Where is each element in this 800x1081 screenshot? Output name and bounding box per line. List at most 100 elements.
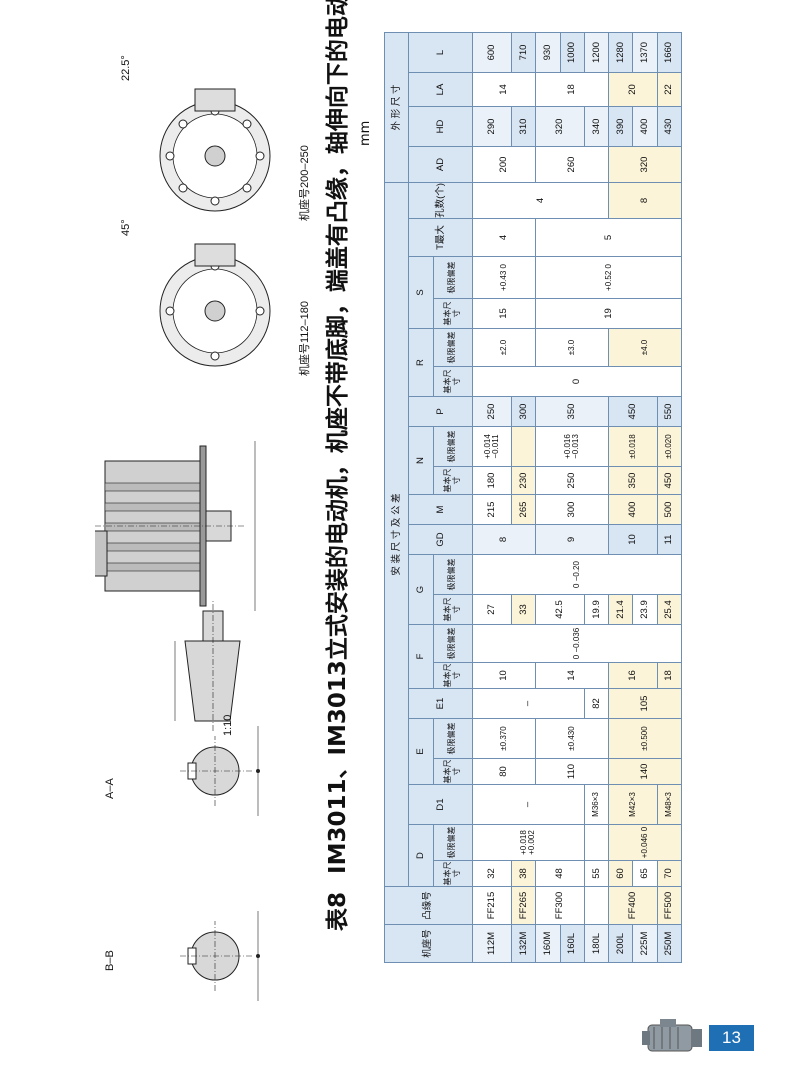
cell-E-tol: ±0.500 bbox=[608, 718, 682, 759]
th-tol: 极限偏差 bbox=[433, 328, 473, 367]
cell-G: 42.5 bbox=[535, 594, 585, 625]
cell-L: 1280 bbox=[608, 32, 633, 73]
taper-shaft-svg bbox=[174, 601, 241, 731]
th-E1: E1 bbox=[408, 688, 473, 719]
cell-P: 550 bbox=[657, 396, 682, 427]
section-aa-label: A–A bbox=[104, 778, 116, 799]
table-header-row: 机座号 凸缘号 安 装 尺 寸 及 公 差 外 形 尺 寸 bbox=[384, 32, 473, 963]
cell-GD: 8 bbox=[472, 524, 536, 555]
cell-L: 930 bbox=[535, 32, 561, 73]
cell-flange: FF300 bbox=[535, 886, 585, 925]
th-tol: 极限偏差 bbox=[433, 624, 473, 663]
flange-view-a-svg bbox=[159, 243, 271, 367]
cell-GD: 11 bbox=[657, 524, 682, 555]
cell-HD: 320 bbox=[535, 106, 585, 147]
flange-view-b-svg bbox=[159, 88, 271, 212]
cell-D-tol: +0.018 +0.002 bbox=[472, 824, 585, 861]
th-G: G bbox=[408, 554, 433, 625]
th-S: S bbox=[408, 256, 433, 329]
th-AD: AD bbox=[408, 146, 473, 183]
cell-frame: 225M bbox=[632, 924, 658, 963]
cell-E1: 82 bbox=[584, 688, 609, 719]
cell-E1: 105 bbox=[608, 688, 682, 719]
cell-N: 450 bbox=[657, 466, 682, 495]
th-basic: 基本尺寸 bbox=[433, 466, 473, 495]
cell-flange: FF265 bbox=[511, 886, 536, 925]
cell-N-tol: ±0.018 bbox=[608, 426, 658, 467]
cell-E-tol: ±0.430 bbox=[535, 718, 609, 759]
th-R: R bbox=[408, 328, 433, 397]
cell-D: 55 bbox=[584, 860, 609, 887]
cell-holes: 8 bbox=[608, 182, 682, 219]
th-tol: 极限偏差 bbox=[433, 554, 473, 595]
motor-side-svg bbox=[95, 441, 256, 611]
section-bb-svg bbox=[180, 911, 260, 1001]
th-N: N bbox=[408, 426, 433, 495]
th-GD: GD bbox=[408, 524, 473, 555]
th-basic: 基本尺寸 bbox=[433, 860, 473, 887]
cell-LA: 18 bbox=[535, 72, 609, 107]
cell-E: 110 bbox=[535, 758, 609, 785]
table-label: 表8 bbox=[325, 891, 351, 931]
page-number-badge: 13 bbox=[709, 1025, 754, 1051]
th-D: D bbox=[408, 824, 433, 887]
cell-F: 14 bbox=[535, 662, 609, 689]
th-tol: 极限偏差 bbox=[433, 718, 473, 759]
unit-label: mm bbox=[358, 120, 373, 146]
cell-F: 10 bbox=[472, 662, 536, 689]
cell-R: 0 bbox=[472, 366, 682, 397]
angle-45-label: 45° bbox=[120, 219, 132, 236]
cell-D: 38 bbox=[511, 860, 536, 887]
cell-L: 600 bbox=[472, 32, 512, 73]
cell-flange: FF400 bbox=[608, 886, 658, 925]
flange-view-200-250 bbox=[140, 81, 280, 231]
cell-G: 21.4 bbox=[608, 594, 633, 625]
th-basic: 基本尺寸 bbox=[433, 594, 473, 625]
cell-D1: M42×3 bbox=[608, 784, 658, 825]
section-bb-drawing bbox=[140, 901, 270, 1011]
table-row: 112M FF215 32 +0.018 +0.002 – 80 ±0.370 … bbox=[472, 32, 682, 963]
cell-frame: 160L bbox=[560, 924, 585, 963]
table-title: 表8IM3011、IM3013立式安装的电动机，机座不带底脚，端盖有凸缘，轴伸向… bbox=[318, 0, 352, 931]
cell-HD: 310 bbox=[511, 106, 536, 147]
cell-D: 60 bbox=[608, 860, 633, 887]
th-M: M bbox=[408, 494, 473, 525]
cell-P: 300 bbox=[511, 396, 536, 427]
cell-frame: 250M bbox=[657, 924, 682, 963]
th-basic: 基本尺寸 bbox=[433, 366, 473, 397]
cell-D: 48 bbox=[535, 860, 585, 887]
cell-S: 19 bbox=[535, 298, 682, 329]
cell-N: 180 bbox=[472, 466, 512, 495]
th-P: P bbox=[408, 396, 473, 427]
cell-LA: 20 bbox=[608, 72, 658, 107]
cell-G: 33 bbox=[511, 594, 536, 625]
cell-F: 18 bbox=[657, 662, 682, 689]
cell-M: 400 bbox=[608, 494, 658, 525]
cell-G: 19.9 bbox=[584, 594, 609, 625]
cell-S-tol: +0.43 0 bbox=[472, 256, 536, 299]
th-holes: 孔数(个) bbox=[408, 182, 473, 219]
cell-L: 1370 bbox=[632, 32, 658, 73]
cell-D1: – bbox=[472, 784, 585, 825]
cell-T: 5 bbox=[535, 218, 682, 257]
cell-E1: – bbox=[472, 688, 585, 719]
cell-L: 1000 bbox=[560, 32, 585, 73]
cell-G: 27 bbox=[472, 594, 512, 625]
frame-200-250-caption: 机座号200–250 bbox=[299, 145, 311, 221]
cell-N-tol: +0.016 −0.013 bbox=[535, 426, 609, 467]
cell-E-tol: ±0.370 bbox=[472, 718, 536, 759]
th-LA: LA bbox=[408, 72, 473, 107]
cell-M: 215 bbox=[472, 494, 512, 525]
cell-N: 350 bbox=[608, 466, 658, 495]
cell-flange: FF215 bbox=[472, 886, 512, 925]
cell-M: 300 bbox=[535, 494, 609, 525]
cell-D1: M36×3 bbox=[584, 784, 609, 825]
cell-D1: M48×3 bbox=[657, 784, 682, 825]
cell-LA: 14 bbox=[472, 72, 536, 107]
cell-AD: 260 bbox=[535, 146, 609, 183]
cell-LA: 22 bbox=[657, 72, 682, 107]
cell-P: 450 bbox=[608, 396, 658, 427]
cell-L: 1200 bbox=[584, 32, 609, 73]
section-aa-drawing bbox=[140, 716, 270, 826]
